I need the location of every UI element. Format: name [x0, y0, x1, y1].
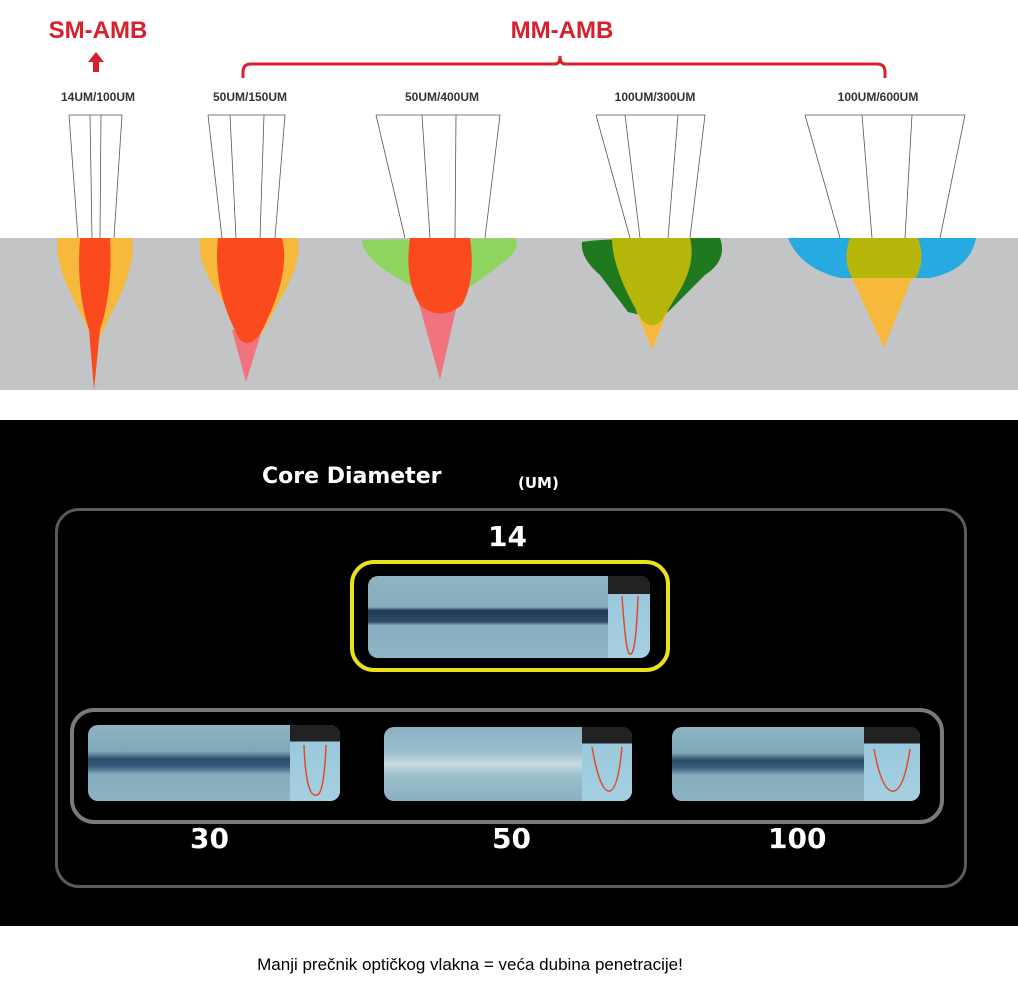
fiber-label: 100UM/600UM — [838, 90, 919, 104]
diameter-label-100: 100 — [768, 822, 827, 855]
weld-image-14 — [368, 576, 650, 658]
beam-cone — [375, 114, 501, 239]
fiber-label: 100UM/300UM — [615, 90, 696, 104]
melt-tip — [418, 300, 458, 380]
melt-core — [216, 238, 285, 344]
sm-amb-label: SM-AMB — [49, 17, 148, 44]
melt-core — [846, 238, 922, 278]
melt-core — [79, 238, 111, 390]
melt-tip — [852, 278, 912, 348]
diameter-label-14: 14 — [488, 520, 527, 553]
beam-cone — [595, 114, 706, 239]
outer-frame — [55, 508, 967, 888]
fiber-label: 50UM/150UM — [213, 90, 287, 104]
beam-cone — [804, 114, 966, 239]
melt-core — [408, 238, 472, 314]
fiber-label: 50UM/400UM — [405, 90, 479, 104]
beam-cone — [68, 114, 123, 239]
lower-frame — [70, 708, 944, 824]
mm-amb-label: MM-AMB — [511, 17, 614, 44]
fiber-label: 14UM/100UM — [61, 90, 135, 104]
diameter-label-50: 50 — [492, 822, 531, 855]
weld-image-30 — [88, 725, 340, 801]
weld-image-100 — [672, 727, 920, 801]
highlight-frame — [350, 560, 670, 672]
beam-cone — [207, 114, 286, 239]
core-diameter-panel: Core Diameter (UM) 14 30 50 100 — [0, 420, 1018, 926]
melt-core — [612, 238, 692, 325]
panel-unit: (UM) — [518, 474, 559, 492]
caption: Manji prečnik optičkog vlakna = veća dub… — [257, 955, 683, 974]
weld-image-50 — [384, 727, 632, 801]
melt-tip — [232, 330, 262, 382]
panel-title: Core Diameter — [262, 464, 442, 489]
diameter-label-30: 30 — [190, 822, 229, 855]
mm-bracket — [241, 55, 887, 78]
penetration-diagram: SM-AMB MM-AMB 14UM/100UM 50UM/150UM 50UM… — [0, 17, 1018, 390]
up-arrow-icon — [88, 52, 104, 72]
